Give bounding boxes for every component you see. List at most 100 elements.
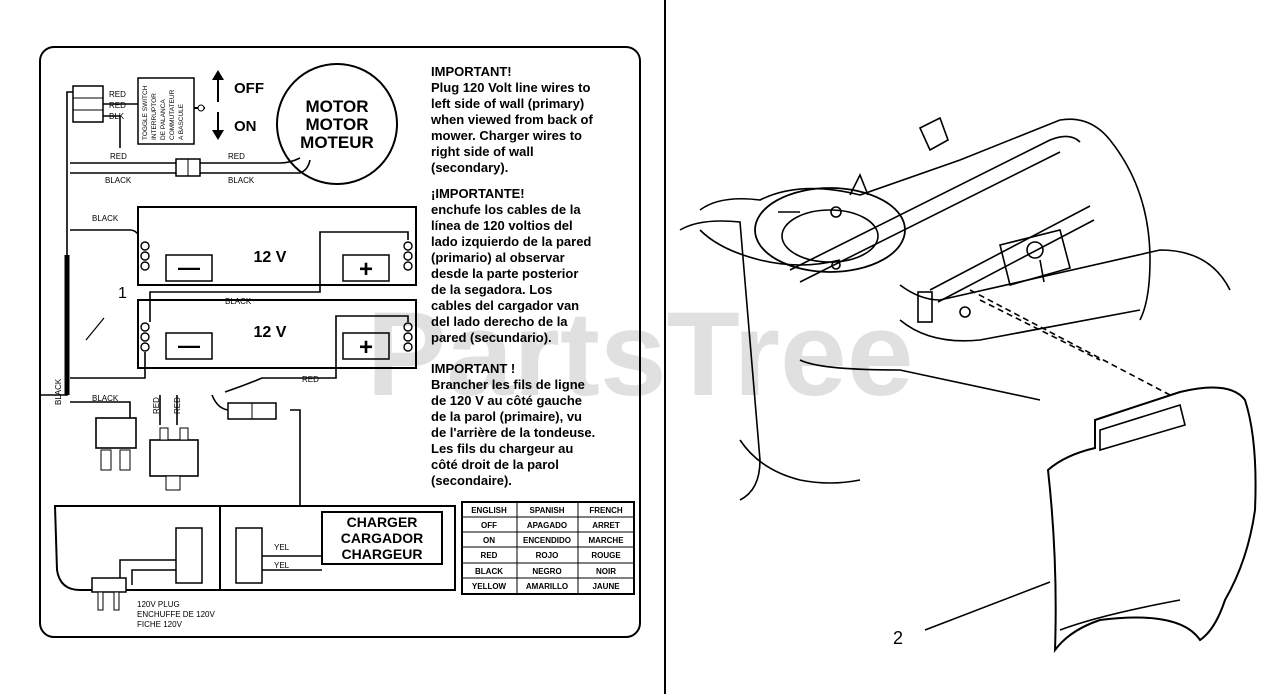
callout-1: 1 xyxy=(118,285,127,302)
motor-label-fr: MOTEUR xyxy=(300,133,374,152)
table-cell: ARRET xyxy=(592,521,620,530)
wire-label-red-fuse-2: RED xyxy=(173,397,182,414)
svg-text:de la parol (primaire), vu: de la parol (primaire), vu xyxy=(431,409,582,424)
wire-label-black-between-batteries: BLACK xyxy=(225,297,252,306)
plug-icon xyxy=(91,577,127,593)
table-cell: BLACK xyxy=(475,567,503,576)
svg-text:(secondary).: (secondary). xyxy=(431,160,508,175)
charger-label-fr: CHARGEUR xyxy=(342,546,423,562)
table-cell: ROUGE xyxy=(591,551,621,560)
table-cell: AMARILLO xyxy=(526,582,568,591)
svg-text:INTERRUPTOR: INTERRUPTOR xyxy=(151,93,158,140)
wire-label-red-top-left: RED xyxy=(110,152,127,161)
table-cell: OFF xyxy=(481,521,497,530)
callout-1-leader xyxy=(85,317,105,341)
svg-text:del lado derecho de la: del lado derecho de la xyxy=(431,314,568,329)
svg-text:Plug 120 Volt line wires to: Plug 120 Volt line wires to xyxy=(431,80,590,95)
watermark: PartsTree xyxy=(366,287,913,421)
battery-2-plus-terminal xyxy=(342,332,390,360)
rear-flap-part xyxy=(1046,386,1257,654)
battery-posts xyxy=(140,241,413,352)
wire-label-red-fuse-1: RED xyxy=(152,397,161,414)
motor-label-en: MOTOR xyxy=(306,97,369,116)
battery-2-minus-terminal xyxy=(165,332,213,360)
battery-2-plus-sign: + xyxy=(359,334,373,361)
translation-table: ENGLISH SPANISH FRENCH OFF APAGADO ARRET… xyxy=(461,501,635,595)
battery-1-voltage: 12 V xyxy=(254,249,287,266)
wire-label-switch-2: RED xyxy=(109,101,126,110)
plug-label-fr: FICHE 120V xyxy=(137,620,183,629)
mower-illustration xyxy=(679,116,1257,654)
toggle-switch-label: TOGGLE SWITCH INTERRUPTOR DE PALANCA COM… xyxy=(142,85,185,140)
battery-1-minus-sign: — xyxy=(178,255,200,280)
secondary-outlet xyxy=(235,527,263,584)
svg-text:right side of wall: right side of wall xyxy=(431,144,534,159)
svg-text:Brancher les fils de ligne: Brancher les fils de ligne xyxy=(431,377,585,392)
battery-1-minus-terminal xyxy=(165,254,213,282)
wire-label-yel-1: YEL xyxy=(274,543,290,552)
table-cell: YELLOW xyxy=(472,582,507,591)
svg-text:línea de 120 voltios del: línea de 120 voltios del xyxy=(431,218,573,233)
svg-text:A BASCULE: A BASCULE xyxy=(178,103,185,140)
charger-label-en: CHARGER xyxy=(347,514,418,530)
table-cell: RED xyxy=(481,551,498,560)
important-notes: IMPORTANT! Plug 120 Volt line wires to l… xyxy=(430,64,595,488)
svg-text:(secondaire).: (secondaire). xyxy=(431,473,512,488)
motor-symbol xyxy=(276,63,398,185)
relay-body xyxy=(149,439,199,477)
switch-on-label: ON xyxy=(234,118,257,135)
wiring-decal: RED RED BLK TOGGLE SWITCH INTERRUPTOR DE… xyxy=(39,46,641,638)
charger-box xyxy=(321,511,443,565)
fuse-wiring xyxy=(70,395,178,425)
table-cell: ON xyxy=(483,536,495,545)
arrow-down-icon xyxy=(212,112,224,140)
note-es-heading: ¡IMPORTANTE! xyxy=(431,186,525,201)
switch-off-label: OFF xyxy=(234,80,264,97)
svg-text:cables del cargador van: cables del cargador van xyxy=(431,298,579,313)
wire-label-black-top-right: BLACK xyxy=(228,176,255,185)
battery-1-plus-sign: + xyxy=(359,256,373,283)
battery-2-voltage: 12 V xyxy=(254,324,287,341)
toggle-switch-body xyxy=(137,77,195,145)
wire-label-black-bottom: BLACK xyxy=(92,394,119,403)
table-cell: NEGRO xyxy=(532,567,561,576)
wire-label-switch-1: RED xyxy=(109,90,126,99)
svg-text:pared (secundario).: pared (secundario). xyxy=(431,330,552,345)
svg-text:COMMUTATEUR: COMMUTATEUR xyxy=(169,89,176,140)
battery-2-minus-sign: — xyxy=(178,333,200,358)
circuit-breaker xyxy=(95,417,137,449)
svg-text:DE PALANCA: DE PALANCA xyxy=(160,99,167,140)
svg-text:de l'arrière de la tondeuse.: de l'arrière de la tondeuse. xyxy=(431,425,595,440)
plug-label-en: 120V PLUG xyxy=(137,600,180,609)
table-cell: ROJO xyxy=(536,551,559,560)
svg-text:de 120 V au côté gauche: de 120 V au côté gauche xyxy=(431,393,582,408)
svg-text:Les fils du chargeur au: Les fils du chargeur au xyxy=(431,441,573,456)
svg-text:mower. Charger wires to: mower. Charger wires to xyxy=(431,128,582,143)
note-fr-heading: IMPORTANT ! xyxy=(431,361,515,376)
svg-text:when viewed from back of: when viewed from back of xyxy=(430,112,593,127)
primary-outlet xyxy=(175,527,203,584)
svg-text:desde la parte posterior: desde la parte posterior xyxy=(431,266,578,281)
callout-2-leader xyxy=(924,581,1051,631)
wire-label-red-top-right: RED xyxy=(228,152,245,161)
arrow-up-icon xyxy=(212,70,224,102)
table-cell: APAGADO xyxy=(527,521,567,530)
svg-text:enchufe los cables de la: enchufe los cables de la xyxy=(431,202,581,217)
table-cell: NOIR xyxy=(596,567,616,576)
table-header: FRENCH xyxy=(589,506,623,515)
table-header: ENGLISH xyxy=(471,506,507,515)
wire-label-black-top-left: BLACK xyxy=(105,176,132,185)
battery-1-plus-terminal xyxy=(342,254,390,282)
battery-wiring xyxy=(70,231,409,521)
table-cell: JAUNE xyxy=(592,582,620,591)
table-header: SPANISH xyxy=(530,506,565,515)
wire-label-black-vertical: BLACK xyxy=(54,378,63,405)
plug-label-es: ENCHUFFE DE 120V xyxy=(137,610,215,619)
svg-text:TOGGLE SWITCH: TOGGLE SWITCH xyxy=(142,85,149,140)
svg-text:de la segadora. Los: de la segadora. Los xyxy=(431,282,552,297)
note-en-heading: IMPORTANT! xyxy=(431,64,512,79)
svg-text:(primario) al observar: (primario) al observar xyxy=(431,250,565,265)
wire-label-red-right: RED xyxy=(302,375,319,384)
wire-label-yel-2: YEL xyxy=(274,561,290,570)
